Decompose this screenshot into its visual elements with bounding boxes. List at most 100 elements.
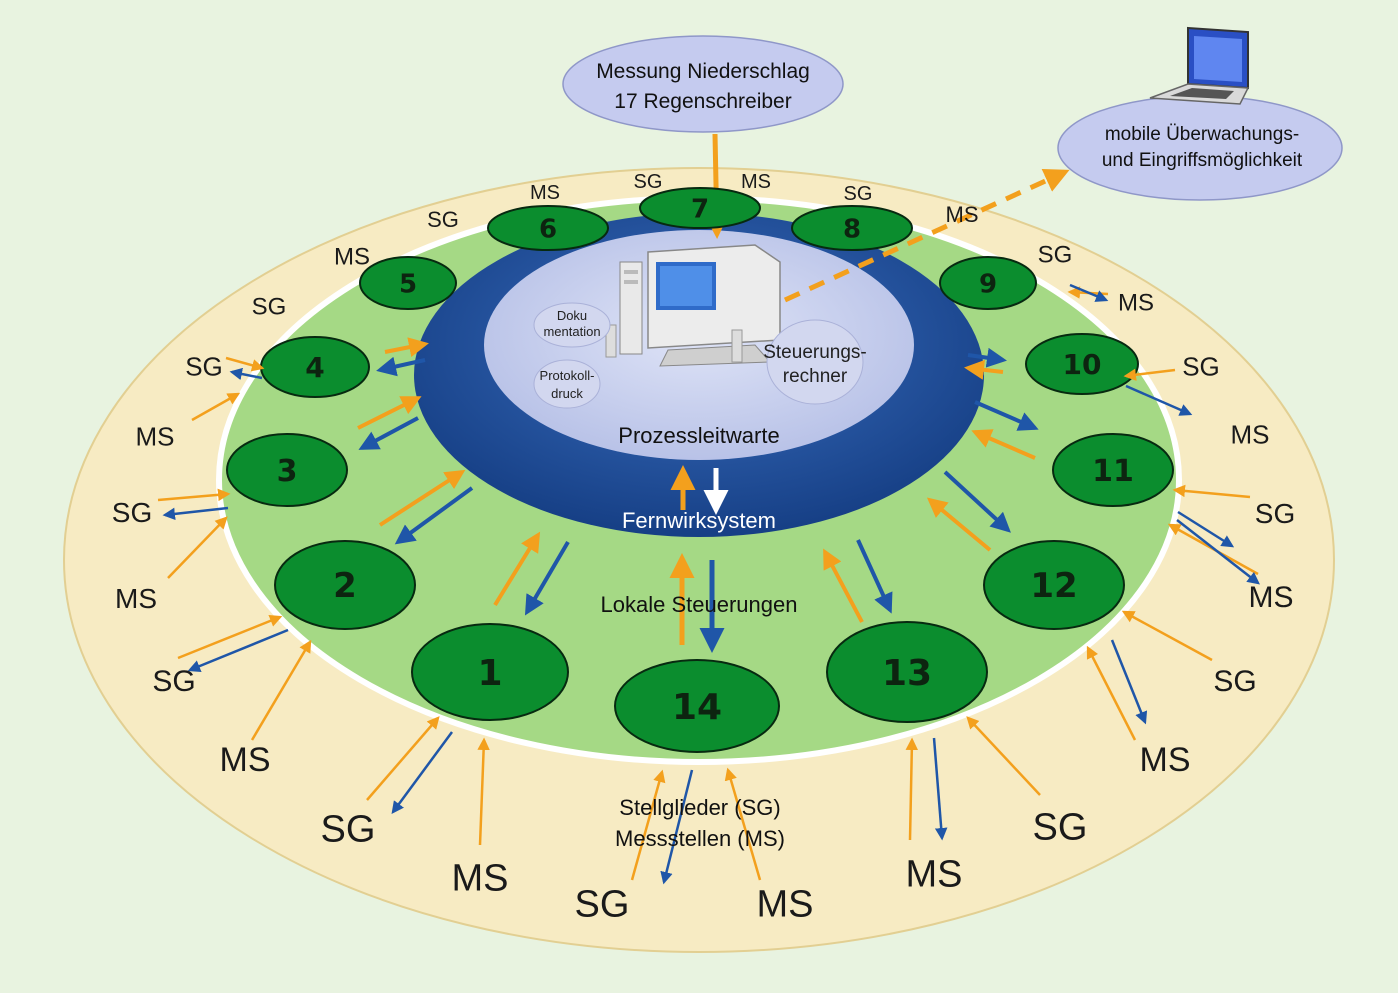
sensor-arrow <box>905 737 919 841</box>
measuring-point-label: MS <box>1140 741 1191 779</box>
command-down-arrow <box>394 486 474 545</box>
log-print-node <box>533 359 601 409</box>
controller-label: 6 <box>539 214 557 244</box>
measuring-point-label: MS <box>1231 419 1270 449</box>
signal-up-arrow <box>971 429 1036 460</box>
actuator-label: SG <box>321 809 376 851</box>
control-computer-node <box>766 319 864 405</box>
actuator-arrow <box>1177 510 1235 548</box>
controller-12: 12 <box>983 540 1125 630</box>
sensor-arrow <box>225 356 265 372</box>
precipitation-line2: 17 Regenschreiber <box>614 90 791 113</box>
controller-label: 3 <box>277 454 298 489</box>
telecontrol-label: Fernwirksystem <box>622 508 776 533</box>
actuator-arrow <box>391 731 454 815</box>
signal-up-arrow <box>357 396 422 430</box>
sensor-arrow <box>1086 645 1137 741</box>
controller-label: 11 <box>1092 454 1134 489</box>
actuator-label: SG <box>1213 665 1256 698</box>
precipitation-node: Messung Niederschlag 17 Regenschreiber <box>562 35 844 133</box>
sensor-arrow <box>167 516 228 579</box>
sensor-arrow <box>1123 368 1176 381</box>
signal-up-arrow <box>926 497 992 552</box>
sensor-arrow <box>630 769 666 881</box>
measuring-point-label: MS <box>136 421 175 451</box>
actuator-arrow <box>187 628 289 673</box>
mobile-node: mobile Überwachungs- und Eingriffsmöglic… <box>1057 95 1343 201</box>
controller-label: 2 <box>333 566 357 606</box>
controller-8: 8 <box>791 205 913 251</box>
command-down-arrow <box>358 416 419 450</box>
control-computer-line2: rechner <box>783 366 848 387</box>
signal-up-arrow <box>378 469 466 527</box>
controller-label: 10 <box>1063 348 1102 381</box>
controller-label: 1 <box>477 653 502 694</box>
actuator-label: SG <box>844 183 873 205</box>
controller-3: 3 <box>226 433 348 507</box>
log-print-line1: Protokoll- <box>540 368 595 383</box>
controller-label: 13 <box>882 653 932 694</box>
controller-5: 5 <box>359 256 457 310</box>
sensor-arrow <box>191 392 241 422</box>
controller-1: 1 <box>411 623 569 721</box>
controller-9: 9 <box>939 256 1037 310</box>
controller-label: 4 <box>305 351 324 384</box>
actuator-label: SG <box>185 351 223 381</box>
actuator-label: SG <box>1033 807 1088 849</box>
documentation-line1: Doku <box>557 308 587 323</box>
controller-11: 11 <box>1052 433 1174 507</box>
actuator-label: SG <box>152 665 195 698</box>
sensor-arrow <box>724 767 762 881</box>
log-print-line2: druck <box>551 386 583 401</box>
sensor-arrow <box>1172 484 1251 499</box>
legend-line2: Messstellen (MS) <box>615 826 785 851</box>
control-room-title: Prozessleitwarte <box>618 423 779 448</box>
actuator-label: SG <box>1255 498 1295 529</box>
documentation-line2: mentation <box>543 324 600 339</box>
command-down-arrow <box>856 539 893 614</box>
sensor-arrow <box>366 716 440 801</box>
actuator-arrow <box>229 367 263 381</box>
actuator-label: SG <box>252 294 287 321</box>
controller-label: 9 <box>979 269 997 299</box>
measuring-point-label: MS <box>1118 290 1154 317</box>
measuring-point-label: MS <box>115 583 157 614</box>
measuring-point-label: MS <box>946 202 979 227</box>
actuator-label: SG <box>1038 242 1073 269</box>
actuator-label: SG <box>1182 351 1220 381</box>
command-down-arrow <box>943 470 1011 533</box>
sensor-arrow <box>1121 610 1213 662</box>
mobile-line1: mobile Überwachungs- <box>1105 124 1299 145</box>
measuring-point-label: MS <box>757 884 814 926</box>
measuring-point-label: MS <box>220 741 271 779</box>
controller-13: 13 <box>826 621 988 723</box>
actuator-label: SG <box>634 171 663 193</box>
measuring-point-label: MS <box>1249 581 1294 614</box>
mobile-line2: und Eingriffsmöglichkeit <box>1102 150 1303 171</box>
actuator-label: SG <box>575 884 630 926</box>
precipitation-line1: Messung Niederschlag <box>596 60 810 83</box>
controller-14: 14 <box>614 659 780 753</box>
command-down-arrow <box>974 400 1039 431</box>
actuator-arrow <box>1176 519 1260 585</box>
mobile-link <box>783 168 1070 303</box>
measuring-point-label: MS <box>452 858 509 900</box>
sensor-arrow <box>177 614 283 660</box>
actuator-arrow <box>1110 639 1148 725</box>
sensor-arrow <box>477 737 490 846</box>
controller-6: 6 <box>487 205 609 251</box>
actuator-arrow <box>932 737 948 841</box>
actuator-label: SG <box>427 207 459 232</box>
controller-4: 4 <box>260 336 370 398</box>
laptop-icon <box>1149 26 1250 105</box>
local-controls-label: Lokale Steuerungen <box>601 592 798 617</box>
actuator-arrow <box>1125 384 1193 416</box>
signal-up-arrow <box>493 531 541 607</box>
signal-up-arrow <box>384 337 429 357</box>
controller-10: 10 <box>1025 333 1139 395</box>
command-down-arrow <box>524 540 570 616</box>
controller-label: 12 <box>1030 566 1077 606</box>
measuring-point-label: MS <box>334 244 370 271</box>
command-down-arrow <box>376 356 426 377</box>
